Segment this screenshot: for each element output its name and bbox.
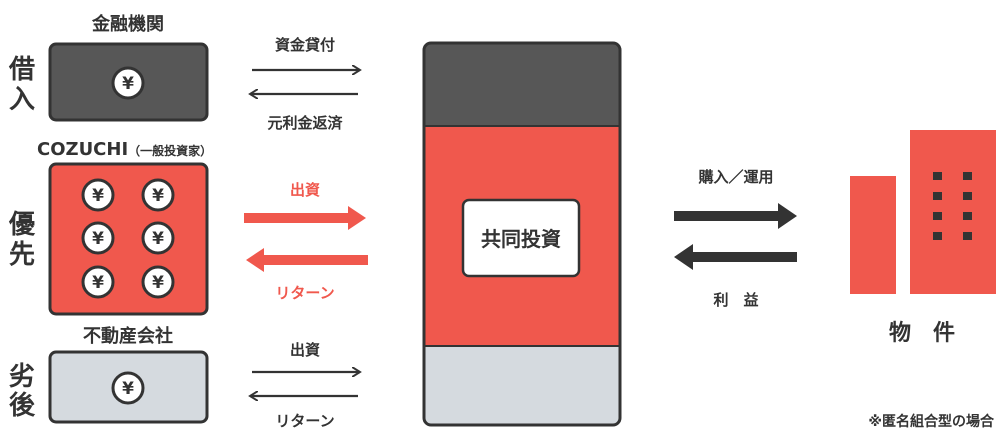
subordinate-side-label-2: 後 (9, 390, 36, 421)
property-arrow-top-label: 購入／運用 (697, 168, 773, 186)
yen-symbol: ¥ (122, 74, 134, 94)
yen-coin-icon: ¥ (141, 221, 175, 255)
yen-coin-icon: ¥ (81, 265, 115, 299)
yen-coin-icon: ¥ (81, 221, 115, 255)
capital-stack-senior-segment (424, 43, 620, 126)
property-arrow-bottom-label: 利 益 (713, 291, 758, 309)
building-left-block (850, 176, 896, 294)
senior-arrow-bottom-label: 元利金返済 (267, 114, 343, 132)
senior-side-label-1: 借 (8, 55, 35, 85)
capital-stack-column: 共同投資 (422, 41, 622, 427)
priority-arrow-top-label: 出資 (290, 181, 320, 199)
footnote: ※匿名組合型の場合 (868, 413, 995, 428)
priority-arrow-bottom-label: リターン (275, 284, 334, 302)
subordinate-arrow-bottom-label: リターン (275, 412, 334, 428)
arrow-right-icon (244, 206, 366, 230)
yen-symbol: ¥ (92, 273, 104, 293)
senior-side-label-2: 入 (9, 85, 35, 115)
subordinate-arrow-top-label: 出資 (290, 341, 320, 359)
arrow-left-icon (246, 248, 368, 272)
priority-header-sub: （一般投資家） (128, 143, 212, 158)
yen-coin-icon: ¥ (141, 178, 175, 212)
yen-coin-icon: ¥ (111, 66, 145, 100)
senior-arrow-top-label: 資金貸付 (275, 36, 335, 54)
yen-coin-icon: ¥ (111, 371, 145, 405)
joint-investment-box (461, 198, 581, 278)
capital-stack-subordinate-segment (424, 346, 620, 425)
senior-header: 金融機関 (91, 13, 164, 35)
yen-symbol: ¥ (152, 186, 164, 206)
joint-investment-label: 共同投資 (481, 227, 561, 251)
priority-header-main: COZUCHI (37, 139, 128, 160)
priority-side-label-1: 優 (8, 210, 36, 240)
yen-symbol: ¥ (92, 229, 104, 249)
yen-symbol: ¥ (152, 229, 164, 249)
subordinate-side-label-1: 劣 (9, 362, 35, 392)
building-tower (910, 130, 996, 294)
yen-symbol: ¥ (92, 186, 104, 206)
yen-symbol: ¥ (152, 273, 164, 293)
property-label: 物 件 (889, 320, 955, 346)
yen-coin-icon: ¥ (81, 178, 115, 212)
priority-side-label-2: 先 (9, 240, 35, 270)
building-icon (850, 130, 996, 294)
priority-header: COZUCHI（一般投資家） (37, 139, 212, 160)
priority-investor-box (48, 162, 209, 316)
subordinate-header: 不動産会社 (83, 325, 173, 347)
yen-symbol: ¥ (122, 379, 134, 399)
arrow-right-icon (674, 203, 797, 229)
capital-stack-outline (422, 41, 622, 427)
yen-coin-icon: ¥ (141, 265, 175, 299)
arrow-left-icon (674, 244, 797, 270)
